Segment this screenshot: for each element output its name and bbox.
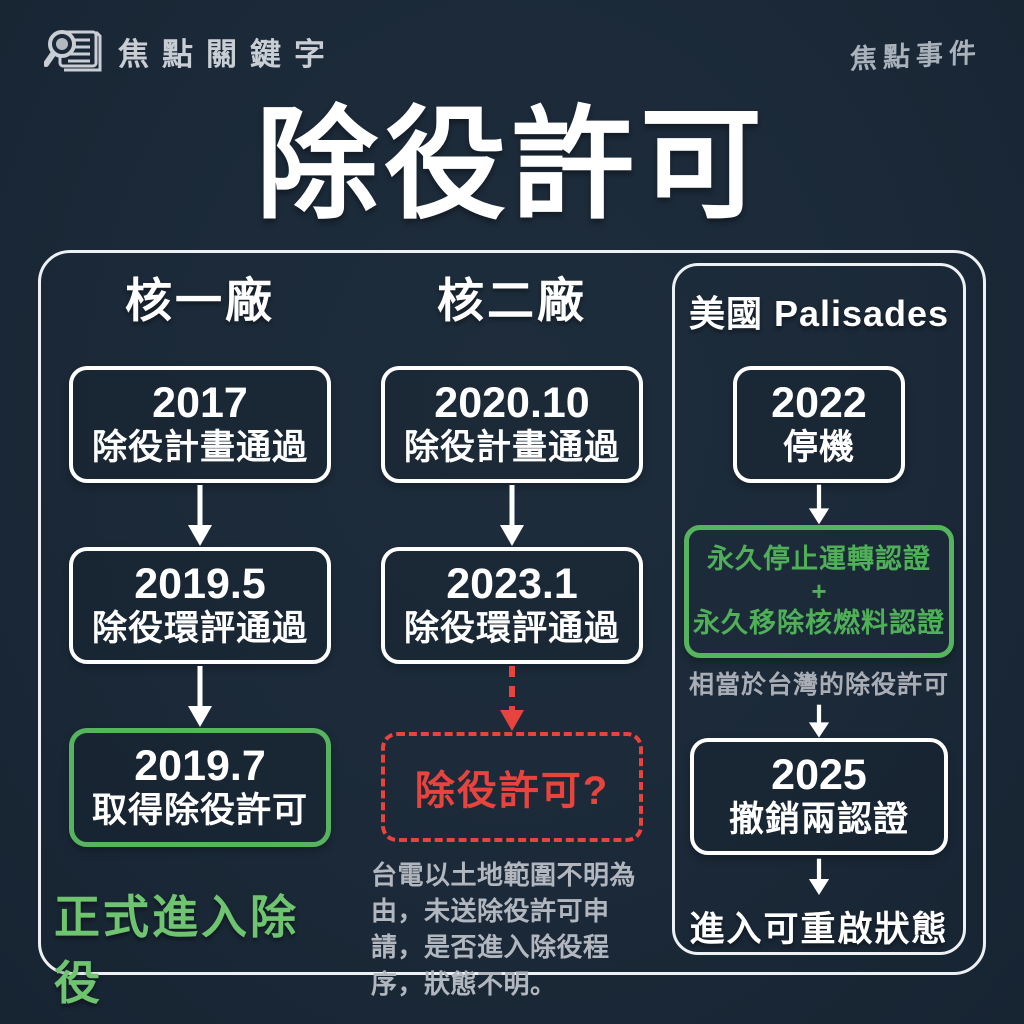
step-label: 除役計畫通過 — [403, 428, 620, 468]
column-2-note: 台電以土地範圍不明為由，未送除役許可申請，是否進入除役程序，狀態不明。 — [371, 859, 637, 999]
step-box: 2023.1 除役環評通過 — [381, 546, 643, 664]
permit-question-box: 除役許可? — [381, 731, 643, 842]
arrow-down-icon — [188, 484, 212, 546]
permit-question-label: 除役許可? — [414, 768, 610, 813]
step-date: 2022 — [771, 379, 867, 427]
certifications-box: 永久停止運轉認證 + 永久移除核燃料認證 — [684, 525, 954, 658]
brand-label: 焦點關鍵字 — [118, 37, 338, 72]
revoke-box: 2025 撤銷兩認證 — [690, 738, 948, 856]
timeline-frame — [38, 250, 986, 975]
arrow-down-icon — [500, 484, 524, 546]
dashed-arrow-down-icon — [500, 665, 524, 731]
step-label: 除役環評通過 — [403, 609, 620, 648]
step-box: 2017 除役計畫通過 — [69, 366, 331, 483]
certifications-caption: 相當於台灣的除役許可 — [688, 670, 949, 699]
step-date: 2019.7 — [134, 741, 266, 790]
step-date: 2019.5 — [134, 559, 266, 608]
arrow-down-icon — [808, 484, 830, 525]
step-date: 2017 — [152, 379, 248, 427]
magnifier-news-icon — [43, 24, 102, 79]
arrow-down-icon — [188, 665, 212, 727]
cert-line-1: 永久停止運轉認證 — [707, 544, 931, 575]
plus-sign: + — [811, 576, 827, 607]
step-date: 2023.1 — [446, 559, 578, 608]
column-1-header: 核一廠 — [125, 274, 275, 327]
page-title: 除役許可 — [256, 97, 768, 233]
arrow-down-icon — [808, 858, 830, 896]
column-3-header: 美國 Palisades — [688, 293, 950, 334]
step-box: 2019.5 除役環評通過 — [69, 546, 331, 664]
column-plant-2: 核二廠 2020.10 除役計畫通過 2023.1 除役環評通過 除役許可? 台… — [366, 262, 658, 1002]
step-date: 2020.10 — [434, 379, 590, 427]
step-box: 2022 停機 — [733, 366, 905, 483]
column-1-result: 正式進入除役 — [54, 890, 299, 1009]
brand: 焦點關鍵字 — [43, 24, 338, 79]
step-date: 2025 — [771, 751, 867, 800]
step-label: 除役環評通過 — [91, 609, 308, 648]
step-box: 2020.10 除役計畫通過 — [381, 366, 643, 483]
step-label: 取得除役許可 — [91, 790, 308, 830]
column-plant-1: 核一廠 2017 除役計畫通過 2019.5 除役環評通過 2019.7 取得除… — [54, 262, 346, 1013]
step-label: 停機 — [782, 428, 855, 468]
step-box-permit-granted: 2019.7 取得除役許可 — [69, 727, 331, 847]
cert-line-2: 永久移除核燃料認證 — [693, 607, 945, 638]
column-2-header: 核二廠 — [437, 274, 587, 327]
column-palisades: 美國 Palisades 2022 停機 永久停止運轉認證 + 永久移除核燃料認… — [672, 263, 966, 955]
step-label: 撤銷兩認證 — [728, 800, 909, 840]
column-3-result: 進入可重啟狀態 — [689, 910, 949, 949]
arrow-down-icon — [808, 704, 830, 738]
step-label: 除役計畫通過 — [91, 428, 308, 468]
